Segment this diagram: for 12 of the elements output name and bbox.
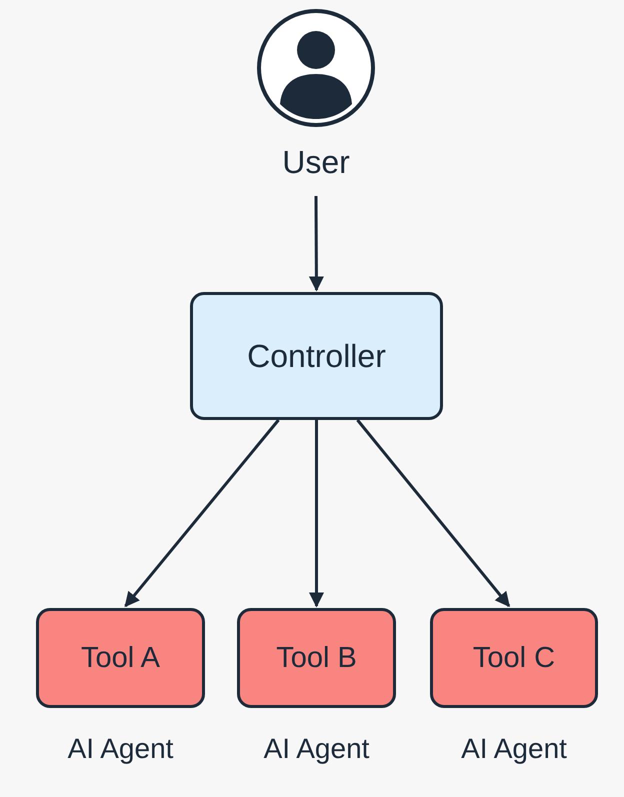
arrow xyxy=(309,420,324,608)
user-label: User xyxy=(282,144,350,181)
arrow xyxy=(124,419,280,608)
controller-box: Controller xyxy=(190,292,443,420)
arrow xyxy=(308,196,324,292)
tool-box: Tool A xyxy=(36,608,205,708)
tool-box: Tool B xyxy=(237,608,396,708)
tool-box: Tool C xyxy=(430,608,598,708)
arrow xyxy=(356,419,510,608)
node-caption: AI Agent xyxy=(461,733,567,765)
node-caption: AI Agent xyxy=(264,733,370,765)
node-caption: AI Agent xyxy=(68,733,174,765)
